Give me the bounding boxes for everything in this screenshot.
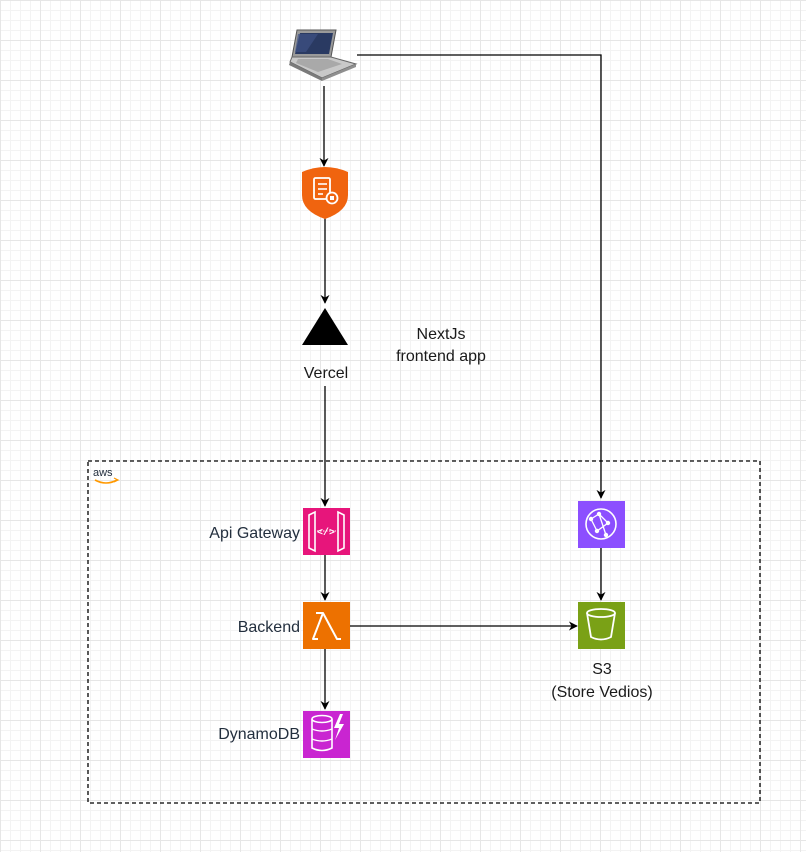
svg-text:frontend app: frontend app <box>396 348 486 365</box>
nextjs-note: NextJs frontend app <box>396 326 486 365</box>
s3-label: S3 <box>592 661 612 678</box>
vercel-triangle-icon <box>302 308 348 345</box>
aws-logo-icon: aws <box>93 467 120 484</box>
api-gateway-label: Api Gateway <box>209 525 300 542</box>
svg-text:aws: aws <box>93 467 113 479</box>
svg-text:NextJs: NextJs <box>417 326 466 343</box>
backend-label: Backend <box>238 619 300 636</box>
backend-node[interactable]: Backend <box>238 602 350 649</box>
s3-sublabel: (Store Vedios) <box>551 684 652 701</box>
s3-node[interactable]: S3 (Store Vedios) <box>551 602 653 701</box>
laptop-icon[interactable] <box>289 29 358 81</box>
aws-cloud-group[interactable]: aws <box>87 460 761 804</box>
api-gateway-node[interactable]: </> Api Gateway <box>209 508 350 555</box>
svg-text:</>: </> <box>317 527 335 539</box>
dynamodb-label: DynamoDB <box>218 726 300 743</box>
dynamodb-icon <box>303 711 350 758</box>
vercel-node[interactable]: Vercel <box>302 308 348 382</box>
vercel-label: Vercel <box>304 365 348 382</box>
edge-laptop-to-cloudfront <box>357 54 606 499</box>
waf-shield-icon[interactable] <box>302 167 348 219</box>
dynamodb-node[interactable]: DynamoDB <box>218 711 350 758</box>
cloudfront-icon <box>578 501 625 548</box>
connectors <box>319 54 606 710</box>
lambda-icon <box>303 602 350 649</box>
cloudfront-node[interactable] <box>578 501 625 548</box>
